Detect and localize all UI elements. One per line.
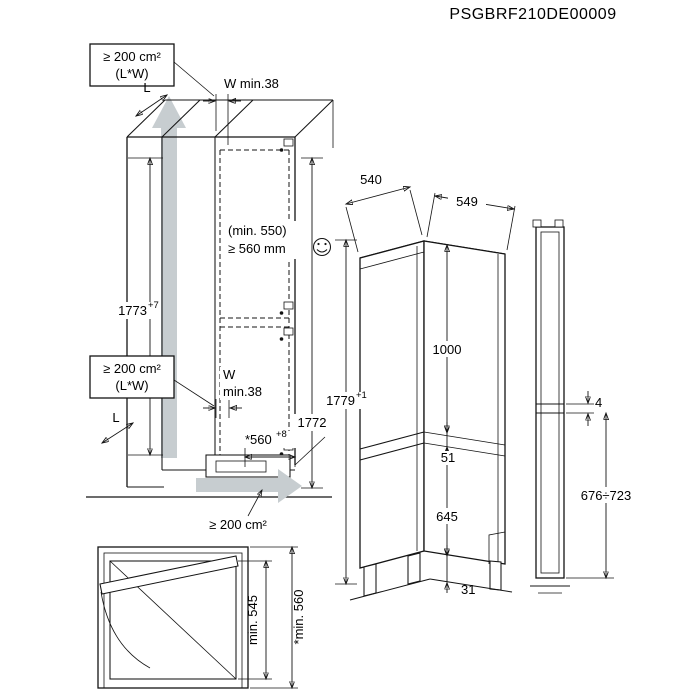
vent-box-top: ≥ 200 cm² (L*W) — [89, 43, 175, 87]
dim-depth-recommended: ≥ 560 mm — [228, 241, 286, 256]
vent-bottom-area-label: ≥ 200 cm² — [209, 517, 267, 532]
dim-section-gap: 51 — [441, 450, 455, 465]
dim-door-open-total: *min. 560 — [291, 590, 306, 645]
dim-inner-height: 1772 — [298, 415, 327, 430]
dim-depth-min: (min. 550) — [228, 223, 287, 238]
top-view-drawing — [97, 546, 249, 689]
vent-mid-area-label: ≥ 200 cm² — [103, 361, 161, 376]
dim-niche-depth-tolerance: +8 — [276, 429, 287, 440]
dim-fridge-section-height: 1000 — [433, 342, 462, 357]
dim-niche-depth: *560 — [245, 432, 272, 447]
label-backgrounds — [109, 194, 640, 524]
plinth-vent — [205, 454, 291, 478]
dim-feet-height: 31 — [461, 582, 475, 597]
door-panel-drawing — [530, 219, 570, 594]
dim-appliance-width: 540 — [360, 172, 382, 187]
appliance-drawing — [349, 240, 513, 601]
airflow-arrow-vertical — [152, 96, 186, 458]
dim-appliance-height-tolerance: +1 — [356, 390, 367, 401]
dim-wall-gap-top: W min.38 — [224, 76, 279, 91]
dim-niche-height-tolerance: +7 — [148, 300, 159, 311]
doc-number: PSGBRF210DE00009 — [449, 6, 616, 23]
vent-mid-area-sublabel: (L*W) — [115, 378, 148, 393]
appliance-hidden-outline — [219, 149, 290, 464]
dim-niche-height: 1773 — [118, 303, 147, 318]
dim-freezer-section-height: 645 — [436, 509, 458, 524]
vent-top-area-label: ≥ 200 cm² — [103, 49, 161, 64]
dim-l-mid: L — [112, 410, 119, 425]
dim-door-open-depth: min. 545 — [245, 595, 260, 645]
dim-lower-panel-range: 676÷723 — [581, 488, 632, 503]
door-hinges — [279, 138, 294, 456]
vent-box-mid: ≥ 200 cm² (L*W) — [89, 355, 175, 399]
dim-wall-gap-mid-1: W — [223, 367, 236, 382]
vent-top-area-sublabel: (L*W) — [115, 66, 148, 81]
smiley-icon — [312, 237, 332, 257]
dim-appliance-depth: 549 — [456, 194, 478, 209]
dim-door-gap: 4 — [595, 395, 602, 410]
dim-wall-gap-mid-2: min.38 — [223, 384, 262, 399]
dim-l-top: L — [143, 80, 150, 95]
airflow-arrow-bottom — [196, 469, 302, 503]
dim-appliance-height: 1779 — [326, 393, 355, 408]
